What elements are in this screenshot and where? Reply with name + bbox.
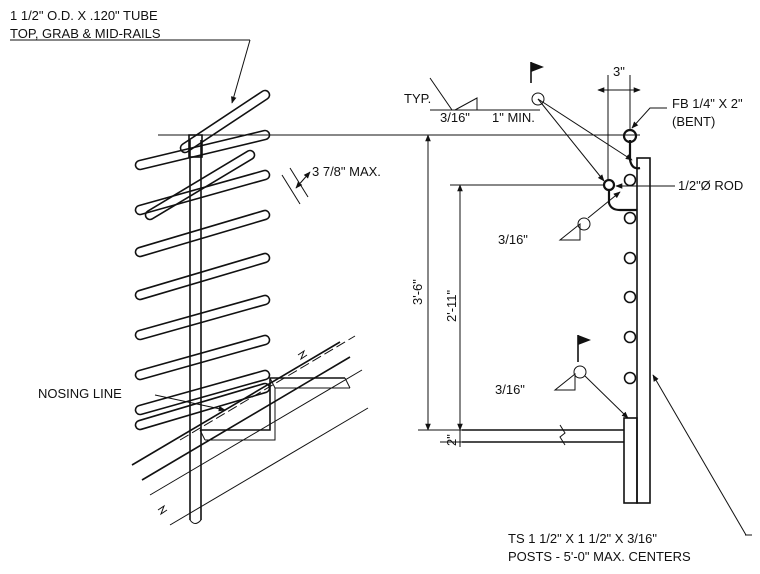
typ-label: TYP. — [404, 91, 431, 106]
spacing-max-label: 3 7/8" MAX. — [312, 164, 381, 179]
rod-label: 1/2"Ø ROD — [678, 178, 743, 193]
rail-tube — [144, 149, 256, 221]
weld-symbol-bottom — [553, 335, 629, 419]
fb-leader — [631, 107, 667, 129]
rail-circles-group — [623, 173, 637, 385]
post-label-line1: TS 1 1/2" X 1 1/2" X 3/16" — [508, 531, 657, 546]
grab-rail-section — [623, 211, 637, 225]
dim-2-11-label: 2'-11" — [444, 289, 459, 322]
tube-leader — [231, 39, 251, 104]
post-leader — [652, 374, 747, 536]
tube-label-line2: TOP, GRAB & MID-RAILS — [10, 26, 161, 41]
tube-label-line1: 1 1/2" O.D. X .120" TUBE — [10, 8, 158, 23]
nosing-leader — [154, 394, 226, 412]
weld-1-min: 1" MIN. — [492, 110, 535, 125]
rail-tube — [179, 89, 271, 154]
dim-3-label: 3" — [613, 64, 625, 79]
right-section — [418, 62, 752, 536]
weld-symbol-mid — [558, 191, 621, 241]
grab-rail-section — [623, 173, 637, 187]
dim-2-label: 2" — [444, 434, 459, 446]
mid-rail-section — [623, 290, 637, 304]
rail-tube — [134, 169, 271, 216]
ts-post — [636, 157, 651, 504]
weld-3-16-top: 3/16" — [440, 110, 470, 125]
left-elevation — [10, 39, 640, 526]
rail-tube — [134, 129, 271, 171]
rail-tube — [134, 382, 271, 431]
stair-section — [131, 335, 369, 526]
rail-tube — [134, 334, 271, 381]
rail-tube — [134, 252, 271, 301]
weld-symbol-typ — [429, 62, 633, 182]
spacing-extension — [281, 174, 301, 205]
fb-label-line2: (BENT) — [672, 114, 715, 129]
rail-tube — [134, 369, 271, 416]
weld-3-16-mid: 3/16" — [498, 232, 528, 247]
nosing-line-label: NOSING LINE — [38, 386, 122, 401]
fb-bent — [628, 140, 641, 170]
mid-rail-section — [623, 251, 637, 265]
rail-tube — [134, 294, 271, 341]
rail-tube — [134, 209, 271, 258]
weld-3-16-bottom: 3/16" — [495, 382, 525, 397]
rod-hook — [607, 190, 637, 212]
dim-3-6-label: 3'-6" — [410, 279, 425, 305]
mid-rail-section — [623, 330, 637, 344]
rod-section — [602, 178, 616, 192]
post-vertical — [189, 140, 202, 524]
rails-group — [134, 89, 271, 431]
stringer-plate — [623, 417, 638, 504]
mid-rail-section — [623, 371, 637, 385]
post-label-line2: POSTS - 5'-0" MAX. CENTERS — [508, 549, 691, 564]
fb-label-line1: FB 1/4" X 2" — [672, 96, 743, 111]
